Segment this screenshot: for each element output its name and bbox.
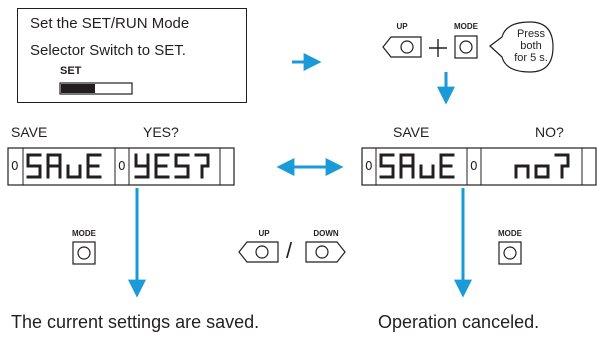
bubble-line-1: Press <box>516 28 546 40</box>
mode-label-right: MODE <box>498 229 522 238</box>
left-indicator-1: 0 <box>11 159 19 173</box>
segments-no <box>514 153 570 179</box>
instruction-box: Set the SET/RUN Mode Selector Switch to … <box>17 8 247 103</box>
mode-button-top[interactable] <box>454 35 478 59</box>
bubble-text: Press both for 5 s. <box>506 28 556 64</box>
mode-label-top: MODE <box>454 22 478 31</box>
result-saved: The current settings are saved. <box>11 312 260 332</box>
right-indicator-1: 0 <box>365 159 373 173</box>
left-indicator-2: 0 <box>118 159 126 173</box>
instruction-line-1: Set the SET/RUN Mode <box>30 15 190 32</box>
bubble-line-2: both <box>520 40 542 52</box>
bubble-line-3: for 5 s. <box>514 52 548 64</box>
segments-save-right <box>379 153 455 179</box>
mode-label-left: MODE <box>72 229 96 238</box>
left-label-yes: YES? <box>143 124 179 140</box>
instruction-line-2: Selector Switch to SET. <box>30 42 186 59</box>
mode-selector-switch <box>59 82 133 95</box>
up-button-top[interactable] <box>382 36 422 58</box>
press-both-bubble <box>489 21 554 73</box>
right-label-save: SAVE <box>393 124 430 140</box>
up-button-middle[interactable] <box>238 241 279 263</box>
result-canceled: Operation canceled. <box>378 312 540 332</box>
down-label-middle: DOWN <box>313 229 339 238</box>
right-label-no: NO? <box>535 124 564 140</box>
up-label-top: UP <box>396 22 408 31</box>
slash-separator: / <box>286 238 293 263</box>
mode-button-left[interactable] <box>72 241 96 265</box>
mode-button-right[interactable] <box>498 241 522 265</box>
segments-yes <box>134 153 210 179</box>
switch-set-label: SET <box>60 65 82 77</box>
switch-track <box>59 82 133 95</box>
switch-knob <box>61 84 95 93</box>
segments-save-left <box>26 153 102 179</box>
up-label-middle: UP <box>258 229 270 238</box>
down-button-middle[interactable] <box>305 241 346 263</box>
right-indicator-2: 0 <box>470 159 478 173</box>
left-label-save: SAVE <box>11 124 48 140</box>
